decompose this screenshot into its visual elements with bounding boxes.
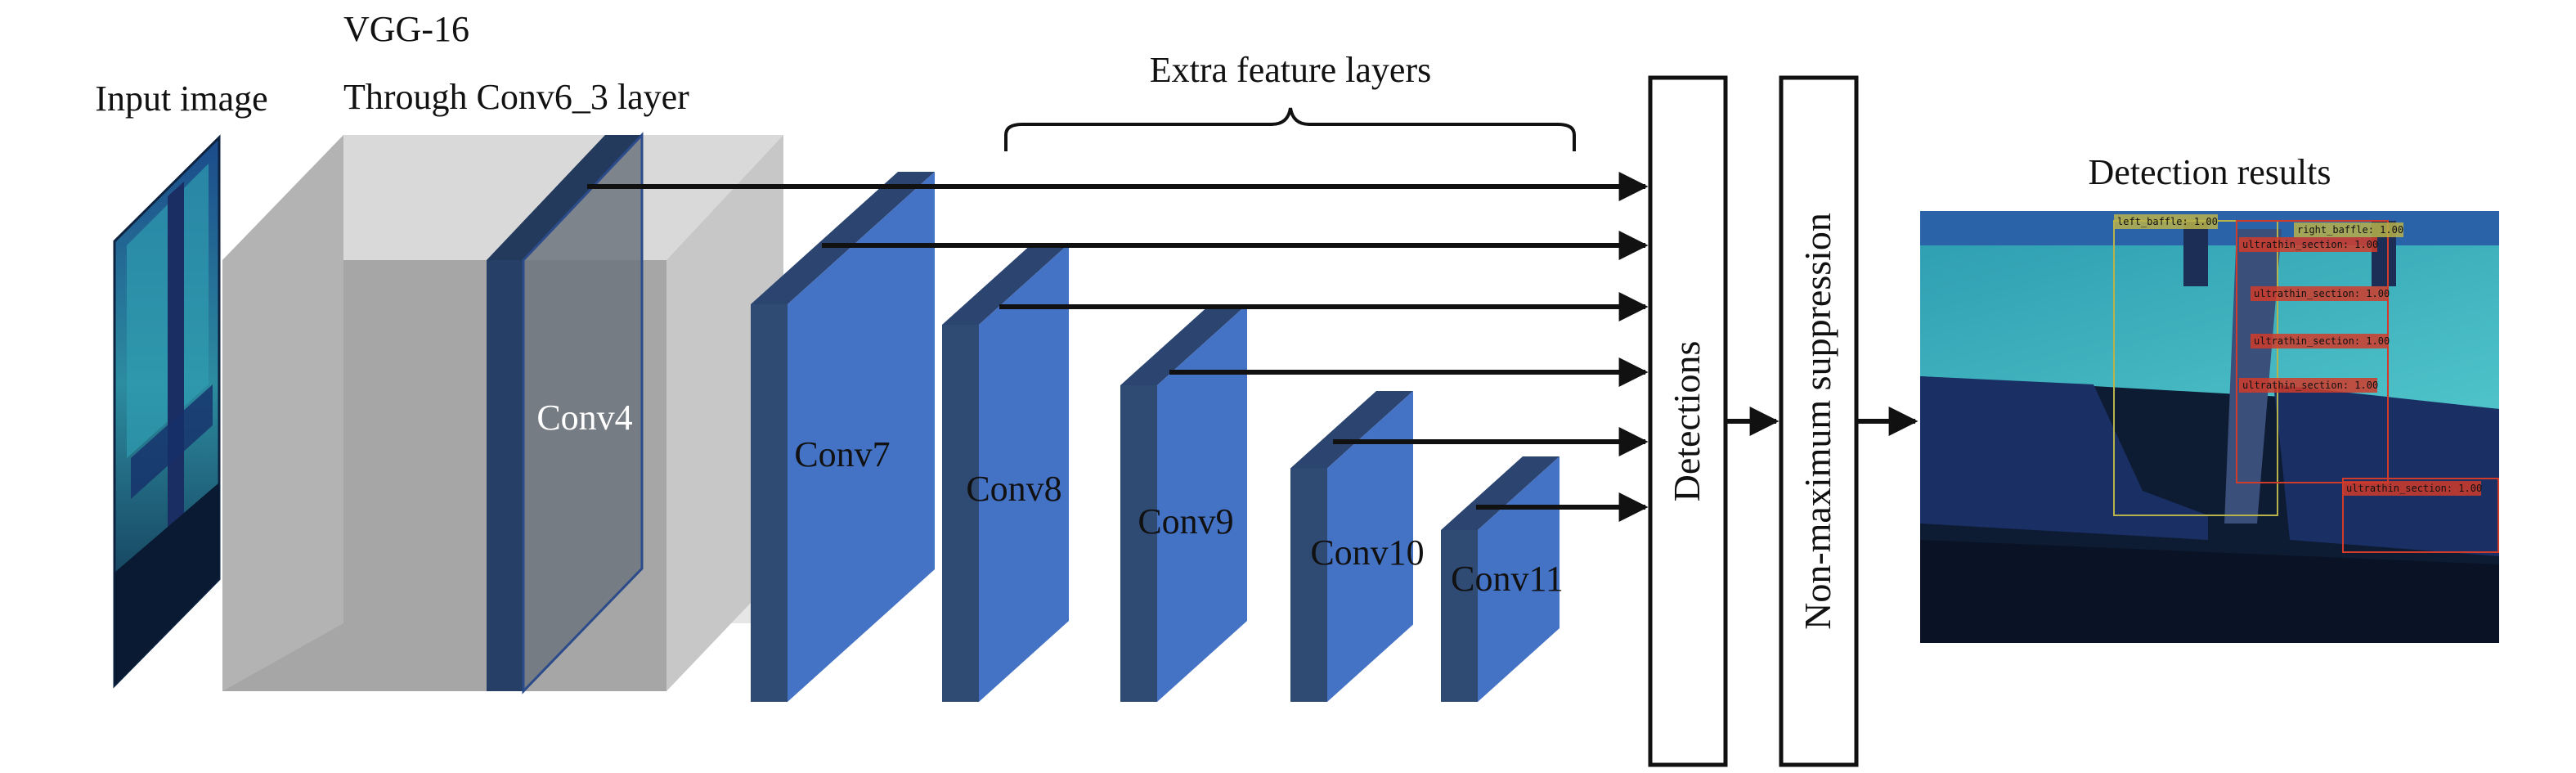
- detection-tag-bg: [2251, 334, 2389, 348]
- detection-tag-bg: [2114, 214, 2218, 229]
- detection-tag-label: ultrathin_section: 1.00: [2346, 483, 2482, 494]
- input-image-thumbnail: [113, 134, 221, 689]
- nms-label: Non-maximum suppression: [1797, 213, 1838, 630]
- detection-results-image: [1920, 211, 2499, 643]
- detection-tag-label: left_baffle: 1.00: [2117, 216, 2218, 227]
- conv7-top-face: [751, 172, 935, 304]
- detection-results-label: Detection results: [2089, 152, 2331, 192]
- conv9-label: Conv9: [1138, 501, 1233, 542]
- detection-tag-label: ultrathin_section: 1.00: [2242, 239, 2378, 250]
- conv7-front-face: [788, 172, 935, 702]
- detection-tag-label: ultrathin_section: 1.00: [2242, 380, 2378, 391]
- conv9-top-face: [1120, 304, 1247, 385]
- detection-tag-bg: [2343, 481, 2481, 496]
- vgg-title: VGG-16: [343, 9, 469, 49]
- detection-tag-bg: [2239, 237, 2377, 252]
- conv9-front-face: [1157, 304, 1247, 702]
- conv8-side-face: [942, 325, 979, 702]
- extra-feature-layers-label: Extra feature layers: [1150, 50, 1431, 90]
- detection-tag-bg: [2251, 286, 2389, 301]
- conv4-label: Conv4: [536, 398, 632, 438]
- detection-tag-label: ultrathin_section: 1.00: [2254, 288, 2390, 299]
- conv11-top-face: [1441, 456, 1560, 530]
- extra-feature-layers-brace: [1004, 107, 1576, 151]
- conv8-layer: Conv8: [942, 244, 1069, 702]
- conv10-label: Conv10: [1310, 533, 1424, 573]
- conv4-layer: [487, 132, 644, 694]
- conv7-layer: Conv7: [751, 172, 935, 702]
- nms-box: [1779, 75, 1859, 767]
- conv11-side-face: [1441, 530, 1478, 702]
- conv7-label: Conv7: [794, 434, 890, 474]
- vgg-subtitle: Through Conv6_3 layer: [343, 77, 689, 117]
- conv10-front-face: [1327, 391, 1413, 702]
- conv9-side-face: [1120, 385, 1157, 702]
- detection-tag-label: right_baffle: 1.00: [2297, 224, 2403, 236]
- detections-box: [1648, 75, 1728, 767]
- conv8-front-face: [979, 244, 1069, 702]
- conv8-top-face: [942, 244, 1069, 325]
- conv9-layer: Conv9: [1120, 304, 1247, 702]
- conv7-side-face: [751, 304, 788, 702]
- input-image-label: Input image: [95, 79, 267, 119]
- conv10-top-face: [1290, 391, 1413, 469]
- conv10-layer: Conv10: [1290, 391, 1425, 702]
- conv11-layer: Conv11: [1441, 456, 1564, 702]
- detection-tag-bg: [2294, 222, 2403, 237]
- feature-arrows: [587, 172, 1649, 522]
- detection-tag-label: ultrathin_section: 1.00: [2254, 335, 2390, 347]
- conv11-front-face: [1478, 456, 1560, 702]
- conv8-label: Conv8: [966, 469, 1061, 509]
- detections-label: Detections: [1666, 341, 1708, 502]
- detection-box-labels: left_baffle: 1.00 right_baffle: 1.00 ultra…: [2114, 214, 2482, 496]
- conv11-label: Conv11: [1451, 559, 1564, 599]
- detection-tag-bg: [2239, 378, 2377, 393]
- conv10-side-face: [1290, 468, 1327, 702]
